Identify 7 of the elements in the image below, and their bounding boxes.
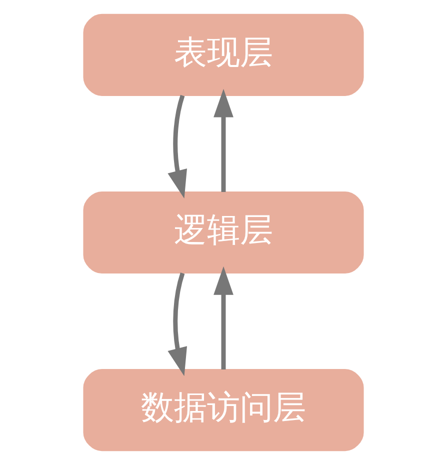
arrow [168,94,187,199]
node-box: 逻辑层 [83,191,364,274]
node-box: 数据访问层 [83,369,364,452]
arrow [168,272,187,376]
node-box: 表现层 [83,14,364,96]
arrow [214,266,234,370]
arrow [214,88,234,192]
